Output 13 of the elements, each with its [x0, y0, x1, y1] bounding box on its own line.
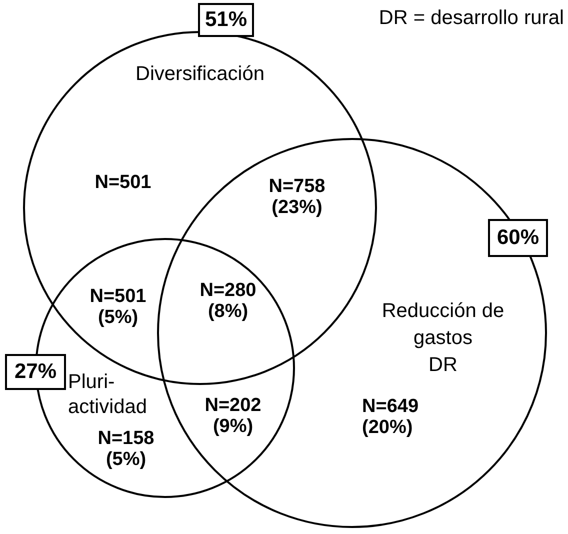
region-count: N=501 (5%)	[88, 286, 148, 328]
region-count: N=158 (5%)	[96, 428, 156, 470]
legend-note: DR = desarrollo rural	[378, 8, 564, 29]
set-label: Pluri- actividad	[68, 370, 148, 420]
region-count: N=758 (23%)	[268, 176, 326, 218]
set-label: Reducción de gastos DR	[380, 299, 506, 378]
set-label: Diversificación	[134, 62, 266, 86]
percent-box: 51%	[198, 3, 254, 37]
region-count: N=501	[94, 172, 152, 193]
percent-box: 27%	[5, 354, 66, 390]
region-count: N=280 (8%)	[198, 280, 258, 322]
region-count: N=202 (9%)	[204, 395, 262, 437]
region-count: N=649 (20%)	[362, 396, 420, 438]
